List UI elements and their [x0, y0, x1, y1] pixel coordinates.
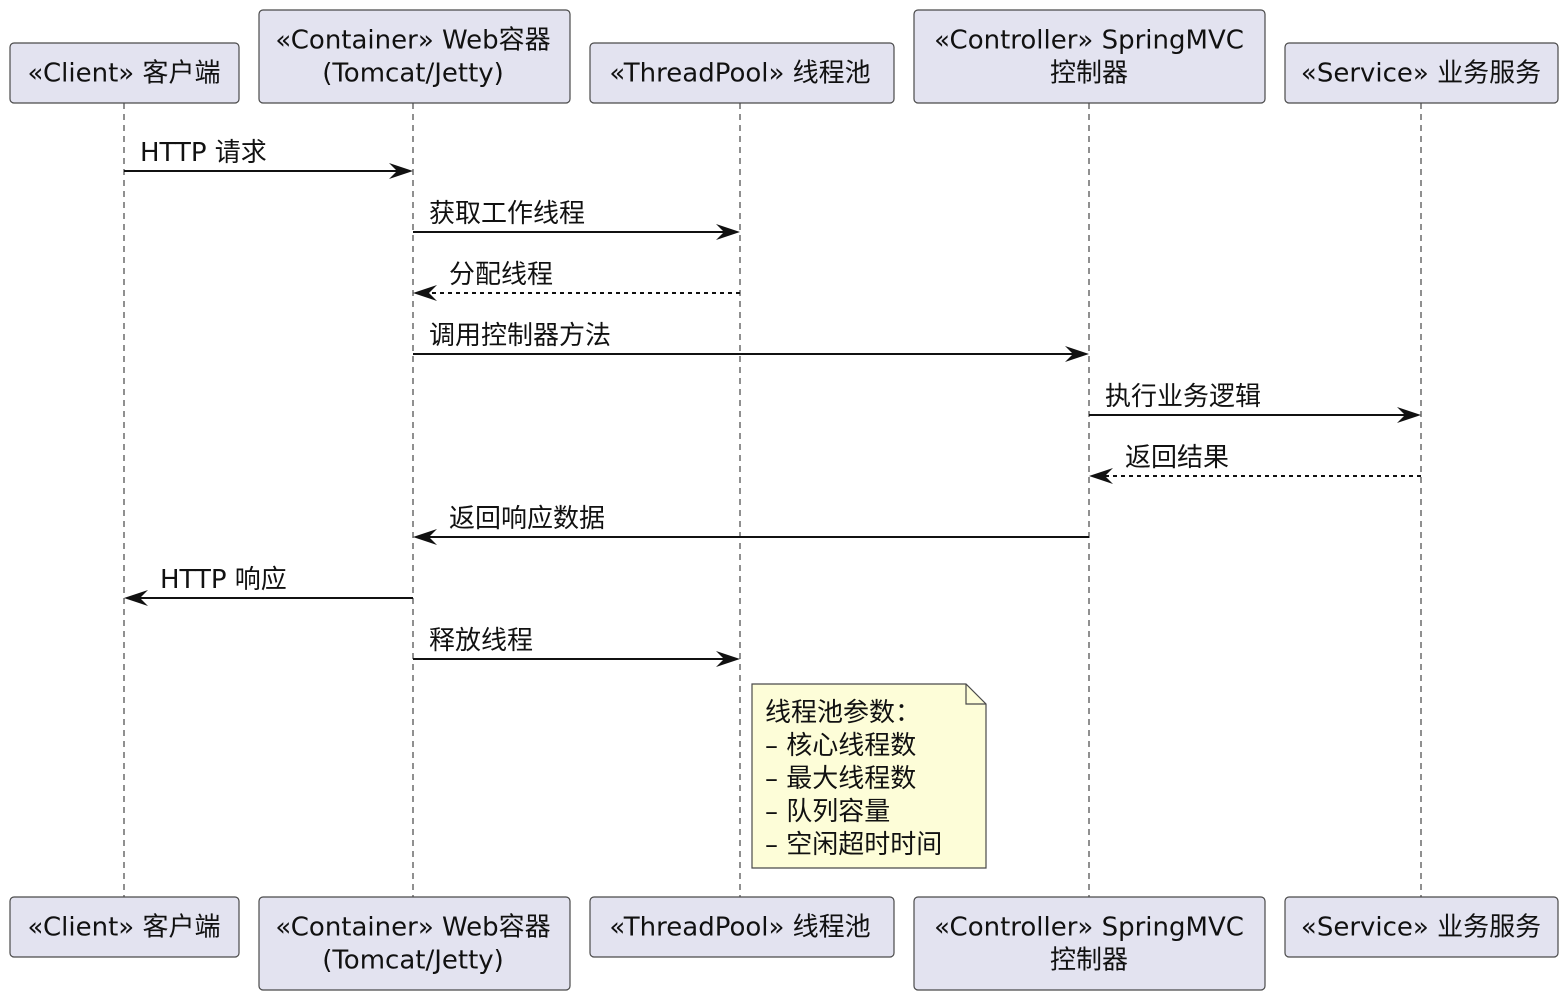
message-6: 返回结果 — [1089, 443, 1421, 484]
participant-label: «Controller» SpringMVC — [934, 913, 1244, 943]
participant-label: (Tomcat/Jetty) — [322, 946, 504, 976]
message-3: 分配线程 — [413, 260, 740, 301]
participant-container-top: «Container» Web容器(Tomcat/Jetty) — [258, 9, 571, 104]
message-2: 获取工作线程 — [413, 199, 740, 240]
arrowhead — [1065, 346, 1089, 362]
participant-label: «ThreadPool» 线程池 — [609, 913, 870, 943]
participant-label: 控制器 — [1050, 59, 1128, 89]
participant-label: «Service» 业务服务 — [1301, 913, 1541, 943]
message-label: HTTP 请求 — [140, 138, 267, 168]
message-label: 分配线程 — [449, 260, 553, 290]
participant-boxes: «Client» 客户端 «Client» 客户端 «Container» Web容… — [9, 9, 1559, 991]
message-label: 返回结果 — [1125, 443, 1229, 473]
message-label: 获取工作线程 — [429, 199, 585, 229]
message-7: 返回响应数据 — [413, 504, 1089, 545]
arrowhead — [124, 590, 148, 606]
note-line: 线程池参数： — [765, 698, 921, 728]
message-label: 释放线程 — [429, 626, 533, 656]
note-line: – 最大线程数 — [765, 764, 916, 794]
note-threadpool-params: 线程池参数：– 核心线程数– 最大线程数– 队列容量– 空闲超时时间 — [751, 683, 987, 869]
participant-client-bottom: «Client» 客户端 — [9, 896, 240, 958]
participant-container-bottom: «Container» Web容器(Tomcat/Jetty) — [258, 896, 571, 991]
message-label: 执行业务逻辑 — [1105, 382, 1261, 412]
participant-threadpool-bottom: «ThreadPool» 线程池 — [589, 896, 895, 958]
message-1: HTTP 请求 — [124, 138, 413, 179]
note-line: – 核心线程数 — [765, 731, 916, 761]
lifelines — [123, 103, 1422, 897]
participant-label: «Service» 业务服务 — [1301, 59, 1541, 89]
message-label: 返回响应数据 — [449, 504, 605, 534]
participant-client-top: «Client» 客户端 — [9, 42, 240, 104]
arrowhead — [1397, 407, 1421, 423]
participant-label: (Tomcat/Jetty) — [322, 59, 504, 89]
participant-label: «Container» Web容器 — [275, 913, 550, 943]
participant-label: «Container» Web容器 — [275, 26, 550, 56]
participant-label: «Controller» SpringMVC — [934, 26, 1244, 56]
arrowhead — [389, 163, 413, 179]
arrowhead — [413, 529, 437, 545]
arrowhead — [716, 651, 740, 667]
participant-service-bottom: «Service» 业务服务 — [1284, 896, 1559, 958]
note: 线程池参数：– 核心线程数– 最大线程数– 队列容量– 空闲超时时间 — [751, 683, 987, 869]
message-label: 调用控制器方法 — [429, 321, 611, 351]
arrowhead — [716, 224, 740, 240]
arrowhead — [413, 285, 437, 301]
messages: HTTP 请求获取工作线程分配线程调用控制器方法执行业务逻辑返回结果返回响应数据… — [124, 138, 1421, 667]
participant-service-top: «Service» 业务服务 — [1284, 42, 1559, 104]
participant-threadpool-top: «ThreadPool» 线程池 — [589, 42, 895, 104]
arrowhead — [1089, 468, 1113, 484]
message-4: 调用控制器方法 — [413, 321, 1089, 362]
participant-label: «Client» 客户端 — [28, 59, 221, 89]
message-5: 执行业务逻辑 — [1089, 382, 1421, 423]
note-line: – 队列容量 — [765, 797, 890, 827]
message-9: 释放线程 — [413, 626, 740, 667]
participant-label: «Client» 客户端 — [28, 913, 221, 943]
participant-label: «ThreadPool» 线程池 — [609, 59, 870, 89]
note-line: – 空闲超时时间 — [765, 830, 942, 860]
message-label: HTTP 响应 — [160, 565, 287, 595]
message-8: HTTP 响应 — [124, 565, 413, 606]
participant-label: 控制器 — [1050, 946, 1128, 976]
